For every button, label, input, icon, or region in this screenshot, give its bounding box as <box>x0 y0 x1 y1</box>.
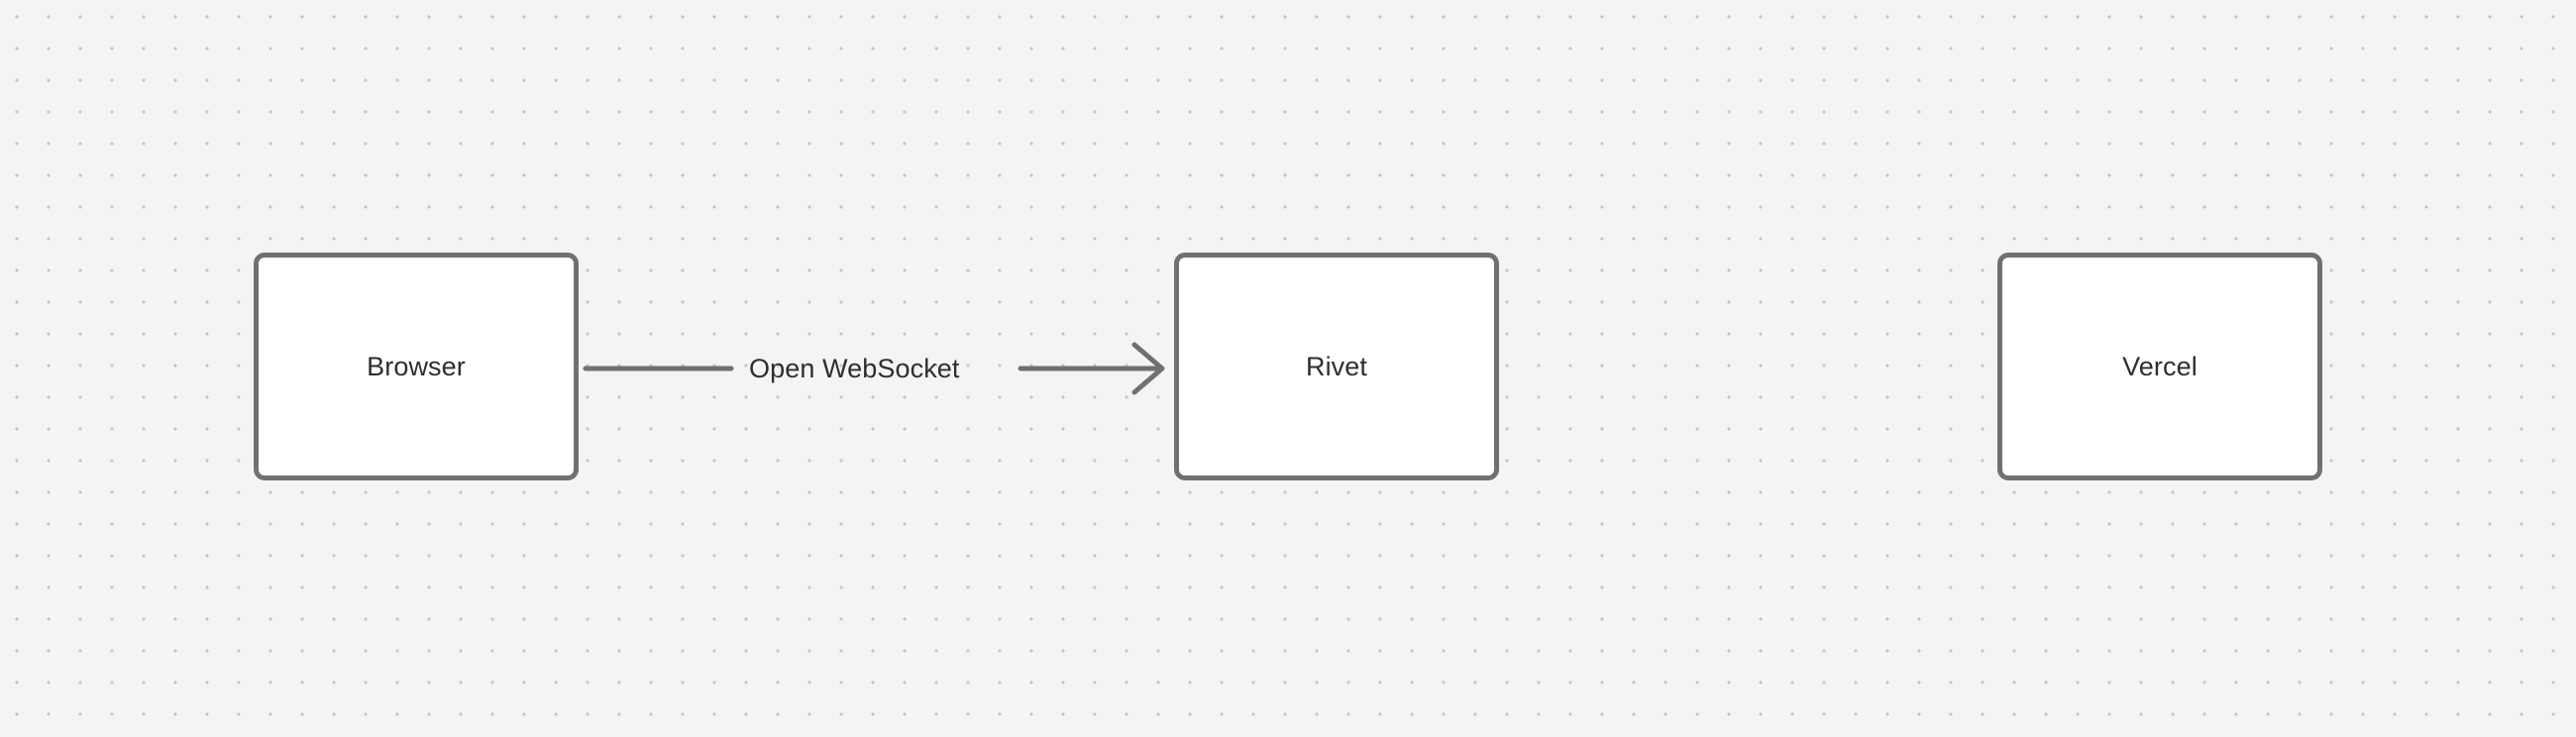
node-rivet[interactable]: Rivet <box>1174 253 1499 480</box>
node-label-browser: Browser <box>367 351 466 381</box>
arrowhead-icon <box>1131 342 1165 395</box>
node-label-rivet: Rivet <box>1305 351 1367 381</box>
node-vercel[interactable]: Vercel <box>1997 253 2322 480</box>
node-browser[interactable]: Browser <box>254 253 579 480</box>
node-label-vercel: Vercel <box>2122 351 2198 381</box>
edge-label-open-websocket: Open WebSocket <box>749 354 960 383</box>
